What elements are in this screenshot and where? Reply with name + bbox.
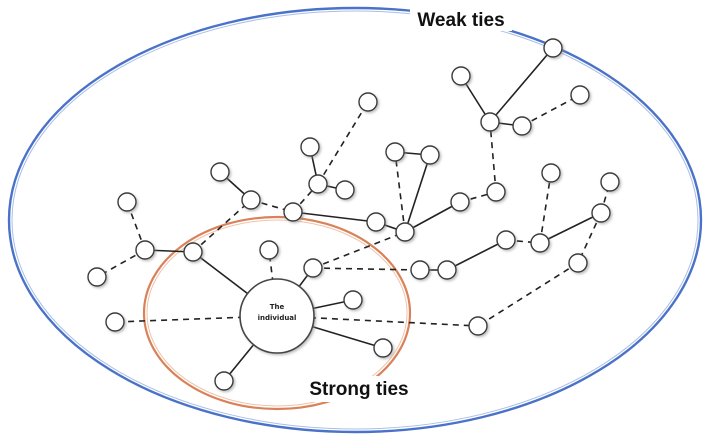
network-node: [366, 212, 386, 232]
weak-tie-edge: [477, 262, 579, 327]
network-node: [308, 174, 328, 194]
weak-ties-boundary: [7, 6, 703, 434]
strong-tie-edge: [292, 211, 377, 223]
strong-tie-edge: [404, 154, 431, 233]
strong-tie-edge: [489, 47, 554, 123]
weak-tie-edge: [192, 199, 252, 253]
network-node: [241, 190, 261, 210]
network-node: [543, 38, 563, 58]
network-node: [358, 92, 378, 112]
network-node: [480, 112, 500, 132]
edges-group: [96, 47, 611, 382]
network-node: [259, 240, 279, 260]
network-node: [451, 66, 471, 86]
network-node: [87, 267, 107, 287]
network-node: [343, 290, 363, 310]
nodes-group: [87, 38, 620, 391]
individual-node: [239, 278, 315, 354]
network-node: [395, 222, 415, 242]
network-node: [437, 260, 457, 280]
network-node: [410, 260, 430, 280]
weak-tie-edge: [521, 94, 581, 127]
strong-tie-edge: [539, 212, 602, 244]
network-node: [214, 371, 234, 391]
weak-tie-edge: [394, 151, 406, 233]
network-node: [283, 202, 303, 222]
network-node: [468, 316, 488, 336]
network-node: [135, 240, 155, 260]
network-node: [117, 192, 137, 212]
network-node: [450, 192, 470, 212]
network-node: [420, 145, 440, 165]
network-node: [541, 163, 561, 183]
weak-tie-edge: [489, 121, 497, 193]
strong-tie-edge: [404, 201, 461, 233]
network-node: [570, 85, 590, 105]
strong-ties-label-bg: [305, 376, 413, 402]
network-node: [183, 242, 203, 262]
weak-ties-boundary-inner: [11, 10, 699, 430]
weak-tie-edge: [539, 172, 552, 244]
weak-ties-label: Weak ties: [417, 10, 504, 31]
weak-tie-edge: [126, 201, 146, 251]
strong-ties-boundary: [142, 215, 412, 411]
network-node: [335, 180, 355, 200]
individual-label-line2: individual: [258, 314, 297, 322]
weak-ties-label-bg: [410, 7, 512, 31]
network-node: [486, 182, 506, 202]
network-node: [385, 142, 405, 162]
network-node: [303, 258, 323, 278]
network-node: [105, 312, 125, 332]
network-node: [373, 338, 393, 358]
strong-tie-edge: [446, 239, 507, 271]
network-node: [568, 253, 588, 273]
weak-tie-edge: [312, 267, 421, 271]
weak-tie-edge: [317, 101, 369, 185]
strong-ties-boundary-inner: [146, 219, 408, 407]
network-node: [591, 203, 611, 223]
network-node: [300, 137, 320, 157]
network-node: [512, 116, 532, 136]
network-node: [496, 230, 516, 250]
weak-tie-edge: [312, 231, 406, 269]
individual-label-line1: The: [270, 303, 285, 311]
strong-ties-label: Strong ties: [309, 379, 408, 400]
network-node: [600, 172, 620, 192]
network-node: [530, 233, 550, 253]
network-node: [210, 162, 230, 182]
